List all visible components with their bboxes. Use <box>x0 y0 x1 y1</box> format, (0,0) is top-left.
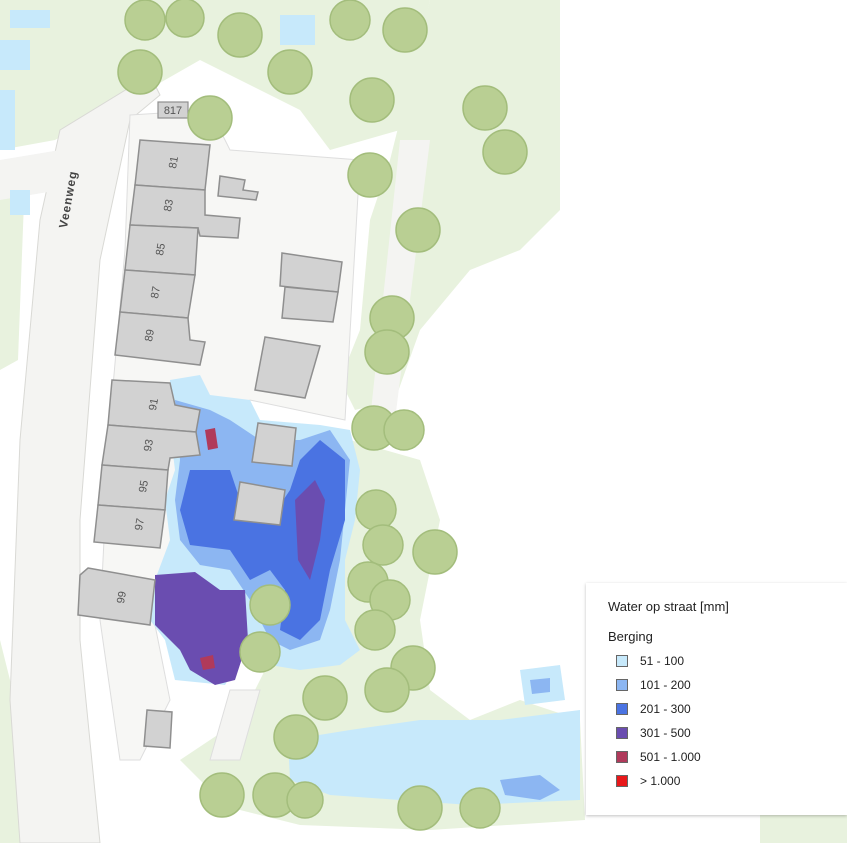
shed-3 <box>233 481 286 526</box>
road-sign-box <box>157 101 189 119</box>
house-number: 87 <box>149 285 163 299</box>
tree-icon <box>249 584 291 626</box>
house-number: 85 <box>154 242 168 256</box>
water-depth-overlay <box>150 375 580 805</box>
legend-item: > 1.000 <box>616 773 680 789</box>
legend-swatch <box>616 703 628 715</box>
trees <box>117 0 528 831</box>
tree-icon <box>412 529 458 575</box>
legend-swatch <box>616 727 628 739</box>
tree-icon <box>355 489 397 531</box>
legend-label: 101 - 200 <box>640 678 691 692</box>
tree-icon <box>347 152 393 198</box>
legend-label: 201 - 300 <box>640 702 691 716</box>
tree-icon <box>383 409 425 451</box>
legend-swatch <box>616 775 628 787</box>
house-number-labels: 81 83 85 87 89 91 93 95 97 99 <box>115 155 181 604</box>
tree-icon <box>362 524 404 566</box>
legend-item: 501 - 1.000 <box>616 749 701 765</box>
tree-icon <box>364 329 410 375</box>
tree-icon <box>462 85 508 131</box>
building-97 <box>93 504 166 549</box>
buildings <box>77 139 343 749</box>
tree-icon <box>482 129 528 175</box>
garage-2 <box>281 286 339 323</box>
tree-icon <box>239 631 281 673</box>
tree-icon <box>286 781 324 819</box>
garage-3 <box>254 336 321 399</box>
house-number: 89 <box>143 328 157 342</box>
footpath <box>209 689 261 761</box>
legend-item: 201 - 300 <box>616 701 691 717</box>
legend-title: Water op straat [mm] <box>608 599 729 614</box>
map-legend: Water op straat [mm] Berging 51 - 100 10… <box>586 583 847 815</box>
legend-item: 101 - 200 <box>616 677 691 693</box>
tree-icon <box>459 787 501 829</box>
road-side <box>0 150 60 200</box>
tree-icon <box>165 0 205 38</box>
legend-swatch <box>616 751 628 763</box>
house-number: 95 <box>137 479 151 493</box>
house-number: 81 <box>167 155 181 169</box>
building-99 <box>77 567 156 626</box>
building-95 <box>97 464 169 511</box>
shed-1 <box>217 175 259 201</box>
shed-4 <box>143 709 173 749</box>
tree-icon <box>329 0 371 41</box>
legend-swatch <box>616 655 628 667</box>
legend-label: 501 - 1.000 <box>640 750 701 764</box>
water-top <box>0 10 315 215</box>
tree-icon <box>397 785 443 831</box>
shed-2 <box>251 422 297 467</box>
tree-icon <box>187 95 233 141</box>
legend-label: > 1.000 <box>640 774 681 788</box>
road-sign-label: 817 <box>164 105 182 117</box>
tree-icon <box>395 207 441 253</box>
house-number: 91 <box>147 397 161 411</box>
tree-icon <box>199 772 245 818</box>
tree-icon <box>267 49 313 95</box>
tree-icon <box>382 7 428 53</box>
tree-icon <box>117 49 163 95</box>
house-number: 83 <box>162 198 176 212</box>
legend-label: 51 - 100 <box>640 654 685 668</box>
tree-icon <box>354 609 396 651</box>
tree-icon <box>273 714 319 760</box>
house-number: 99 <box>115 590 129 604</box>
tree-icon <box>302 675 348 721</box>
house-number: 97 <box>133 517 147 531</box>
tree-icon <box>217 12 263 58</box>
legend-item: 51 - 100 <box>616 653 684 669</box>
house-number: 93 <box>142 438 156 452</box>
legend-swatch <box>616 679 628 691</box>
road-veenweg <box>9 74 161 843</box>
legend-label: 301 - 500 <box>640 726 691 740</box>
tree-icon <box>364 667 410 713</box>
tree-icon <box>124 0 166 41</box>
legend-item: 301 - 500 <box>616 725 691 741</box>
building-89 <box>114 311 206 366</box>
legend-group-label: Berging <box>608 629 653 644</box>
tree-icon <box>349 77 395 123</box>
